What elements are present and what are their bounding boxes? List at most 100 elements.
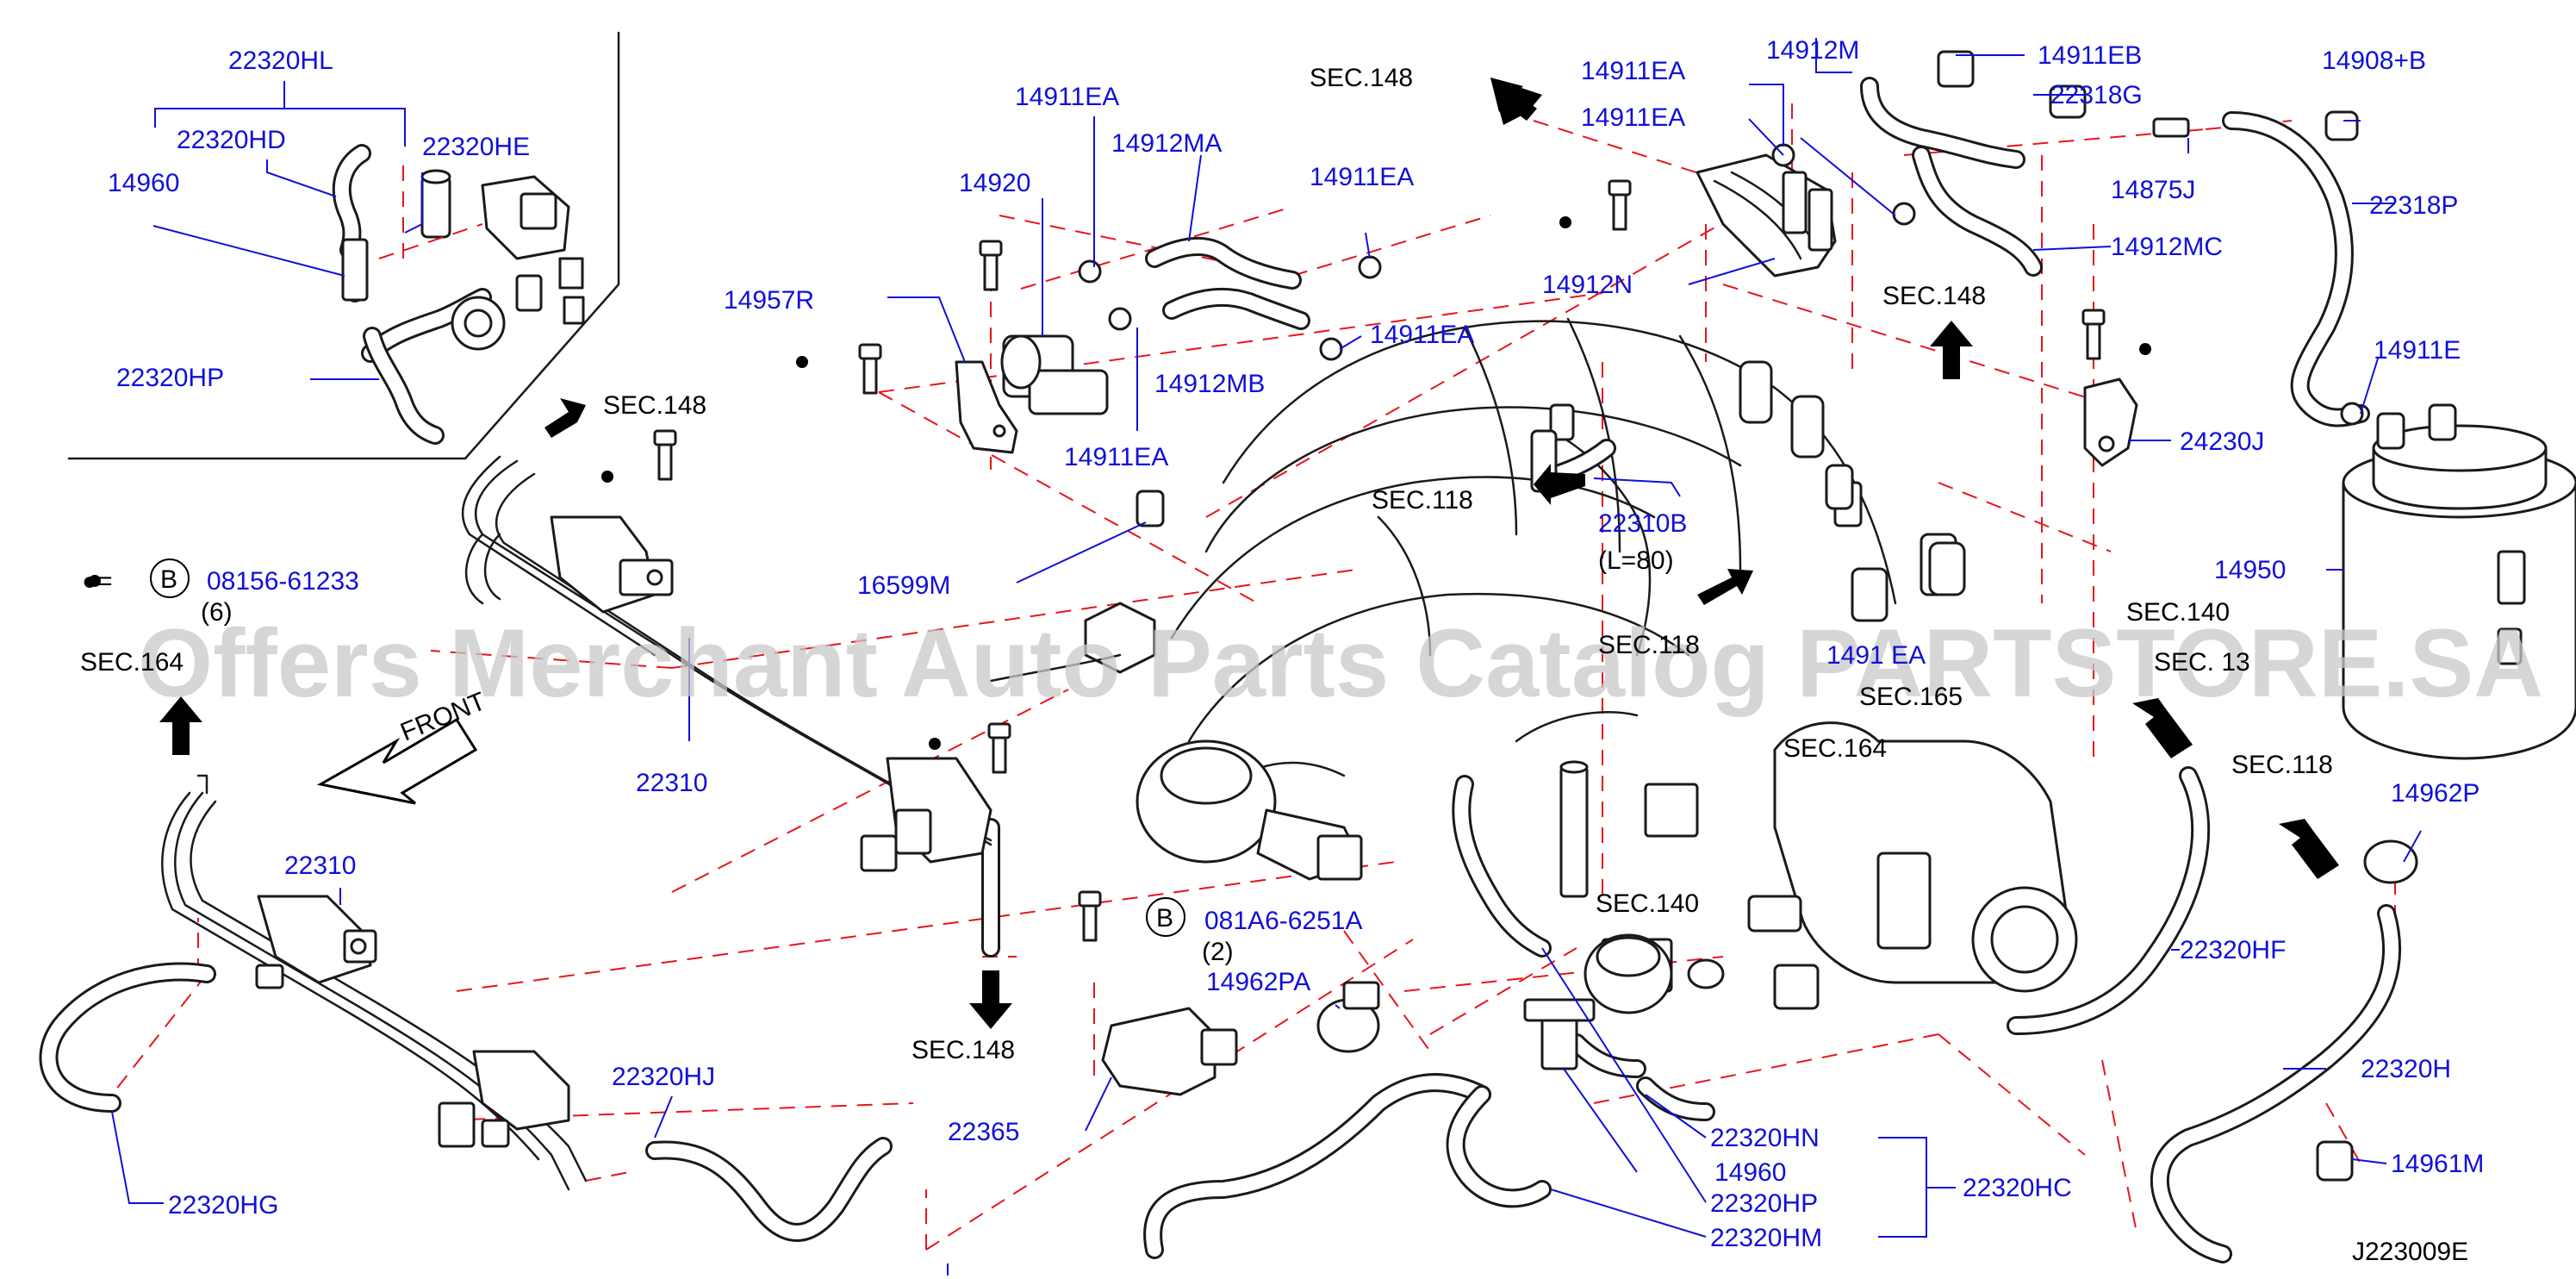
bolt-b2-part[interactable]: 081A6-6251A bbox=[1204, 907, 1363, 935]
label-22320hd[interactable]: 22320HD bbox=[177, 126, 286, 154]
label-22320he[interactable]: 22320HE bbox=[422, 133, 530, 161]
label-14960[interactable]: 14960 bbox=[1714, 1158, 1786, 1187]
label-22320hm[interactable]: 22320HM bbox=[1710, 1224, 1822, 1252]
label-14960-inset[interactable]: 14960 bbox=[108, 169, 179, 197]
clamp-14961m bbox=[2316, 1140, 2354, 1182]
label-14920[interactable]: 14920 bbox=[959, 169, 1030, 197]
label-14957r[interactable]: 14957R bbox=[724, 286, 814, 315]
label-14911ea-1[interactable]: 14911EA bbox=[1015, 83, 1119, 111]
sensor-22365 bbox=[1101, 1007, 1216, 1096]
label-14875j[interactable]: 14875J bbox=[2111, 176, 2195, 204]
label-14911ea-4[interactable]: 14911EA bbox=[1064, 443, 1168, 471]
clip-14911ea-3 bbox=[1358, 255, 1382, 279]
bracket-lower-1 bbox=[257, 895, 372, 984]
clip-14911ea-4 bbox=[1319, 337, 1343, 361]
watermark: Offers Merchant Auto Parts Catalog PARTS… bbox=[138, 609, 2543, 717]
clip-14911ea-2 bbox=[1108, 307, 1132, 331]
label-22318p[interactable]: 22318P bbox=[2369, 191, 2458, 220]
sec-148-bottom[interactable]: SEC.148 bbox=[912, 1036, 1015, 1064]
label-14911ea-2[interactable]: 14911EA bbox=[1310, 163, 1414, 191]
arrow-14962p bbox=[2279, 819, 2339, 879]
arrow-sec148-bottom bbox=[969, 970, 1012, 1029]
label-22320hf[interactable]: 22320HF bbox=[2180, 936, 2286, 964]
label-14908b[interactable]: 14908+B bbox=[2322, 47, 2426, 75]
engine-assembly bbox=[1170, 317, 2078, 1014]
hose-22320h bbox=[2150, 904, 2402, 1263]
label-22310-lower[interactable]: 22310 bbox=[284, 852, 356, 880]
inset-connector-14960 bbox=[341, 238, 369, 302]
label-14911e[interactable]: 14911E bbox=[2374, 336, 2461, 365]
bolt-3 bbox=[1608, 179, 1632, 231]
legend-bolt-part[interactable]: 08156-61233 bbox=[207, 567, 359, 596]
arrow-sec148-left bbox=[544, 398, 586, 438]
sec-148-right[interactable]: SEC.148 bbox=[1882, 282, 1986, 310]
inset-border bbox=[67, 31, 620, 460]
pipe-assembly-22310-lower bbox=[161, 774, 588, 1191]
label-22320hp[interactable]: 22320HP bbox=[1710, 1189, 1818, 1218]
clip-14911eb bbox=[1937, 50, 1975, 88]
label-22318g[interactable]: 22318G bbox=[2050, 81, 2143, 109]
bolt-1 bbox=[979, 240, 1003, 291]
label-22320hl[interactable]: 22320HL bbox=[228, 47, 333, 75]
sec-140-right[interactable]: SEC.140 bbox=[2126, 598, 2230, 627]
label-22320hj[interactable]: 22320HJ bbox=[612, 1063, 715, 1091]
sec-partial[interactable]: SEC. 13 bbox=[2154, 648, 2250, 677]
section-labels: SEC.148 SEC.148 SEC.148 SEC.148 SEC.118 … bbox=[80, 64, 2333, 1064]
sec-118-low[interactable]: SEC.118 bbox=[1598, 631, 1700, 659]
label-14912n[interactable]: 14912N bbox=[1542, 271, 1633, 299]
label-22320h[interactable]: 22320H bbox=[2361, 1055, 2451, 1083]
label-22365[interactable]: 22365 bbox=[948, 1118, 1019, 1146]
inset-detail bbox=[67, 31, 620, 460]
label-14961m[interactable]: 14961M bbox=[2391, 1150, 2484, 1178]
sec-164-mid[interactable]: SEC.164 bbox=[1783, 734, 1887, 763]
hoses bbox=[39, 77, 2402, 1263]
check-valve-14875j bbox=[2152, 117, 2190, 138]
sec-165[interactable]: SEC.165 bbox=[1859, 683, 1963, 711]
pipe-assembly-22310-upper bbox=[461, 455, 992, 872]
connector-14960 bbox=[1540, 1015, 1578, 1070]
hose-22320hm bbox=[1143, 1073, 1491, 1259]
label-22320hp-inset[interactable]: 22320HP bbox=[116, 364, 224, 392]
part-14908b bbox=[2324, 110, 2359, 141]
label-22320hn[interactable]: 22320HN bbox=[1710, 1124, 1820, 1152]
label-14911ea-6[interactable]: 14911EA bbox=[1581, 103, 1685, 132]
label-22310b[interactable]: 22310B bbox=[1598, 509, 1687, 538]
clip-14911ea-6 bbox=[1892, 202, 1916, 226]
small-parts bbox=[89, 50, 2418, 1182]
label-14912ma[interactable]: 14912MA bbox=[1111, 129, 1222, 158]
sec-118-mid[interactable]: SEC.118 bbox=[1372, 486, 1473, 515]
clip-14911ea-1 bbox=[1078, 259, 1102, 284]
sec-148-left[interactable]: SEC.148 bbox=[603, 391, 706, 420]
bullet-dot bbox=[796, 356, 808, 368]
leader-lines bbox=[111, 38, 2422, 1276]
sec-148-top[interactable]: SEC.148 bbox=[1310, 64, 1413, 92]
label-22320hc[interactable]: 22320HC bbox=[1963, 1174, 2072, 1202]
label-22320hg[interactable]: 22320HG bbox=[168, 1191, 278, 1220]
label-14962pa[interactable]: 14962PA bbox=[1206, 968, 1310, 996]
label-14912m[interactable]: 14912M bbox=[1766, 36, 1859, 65]
label-1491xea-partial[interactable]: 1491 EA bbox=[1826, 641, 1926, 670]
label-14911eb[interactable]: 14911EB bbox=[2038, 41, 2142, 70]
bolt-5 bbox=[653, 429, 677, 481]
bullet-dot bbox=[2139, 343, 2151, 355]
sec-164-left[interactable]: SEC.164 bbox=[80, 648, 184, 677]
label-24230j[interactable]: 24230J bbox=[2180, 427, 2264, 456]
bracket-24230j bbox=[2083, 377, 2138, 467]
label-14950[interactable]: 14950 bbox=[2214, 556, 2286, 584]
sec-140-low[interactable]: SEC.140 bbox=[1596, 889, 1699, 918]
sec-118-right[interactable]: SEC.118 bbox=[2231, 751, 2333, 779]
label-14962p[interactable]: 14962P bbox=[2391, 779, 2480, 808]
bolt-b2-qty: (2) bbox=[1202, 938, 1234, 966]
label-14911ea-5[interactable]: 14911EA bbox=[1581, 57, 1685, 85]
arrow-sec118-mid bbox=[1534, 464, 1585, 505]
legend-marker: ●= bbox=[82, 567, 113, 596]
label-16599m[interactable]: 16599M bbox=[857, 571, 950, 600]
label-22310-upper[interactable]: 22310 bbox=[636, 769, 707, 797]
part-16599m bbox=[1136, 490, 1165, 527]
bolt-2 bbox=[858, 343, 882, 395]
label-14912mb[interactable]: 14912MB bbox=[1154, 370, 1265, 398]
arrow-sec148-right bbox=[1930, 321, 1973, 379]
label-14912mc[interactable]: 14912MC bbox=[2111, 233, 2223, 261]
label-14911ea-3[interactable]: 14911EA bbox=[1370, 321, 1474, 349]
